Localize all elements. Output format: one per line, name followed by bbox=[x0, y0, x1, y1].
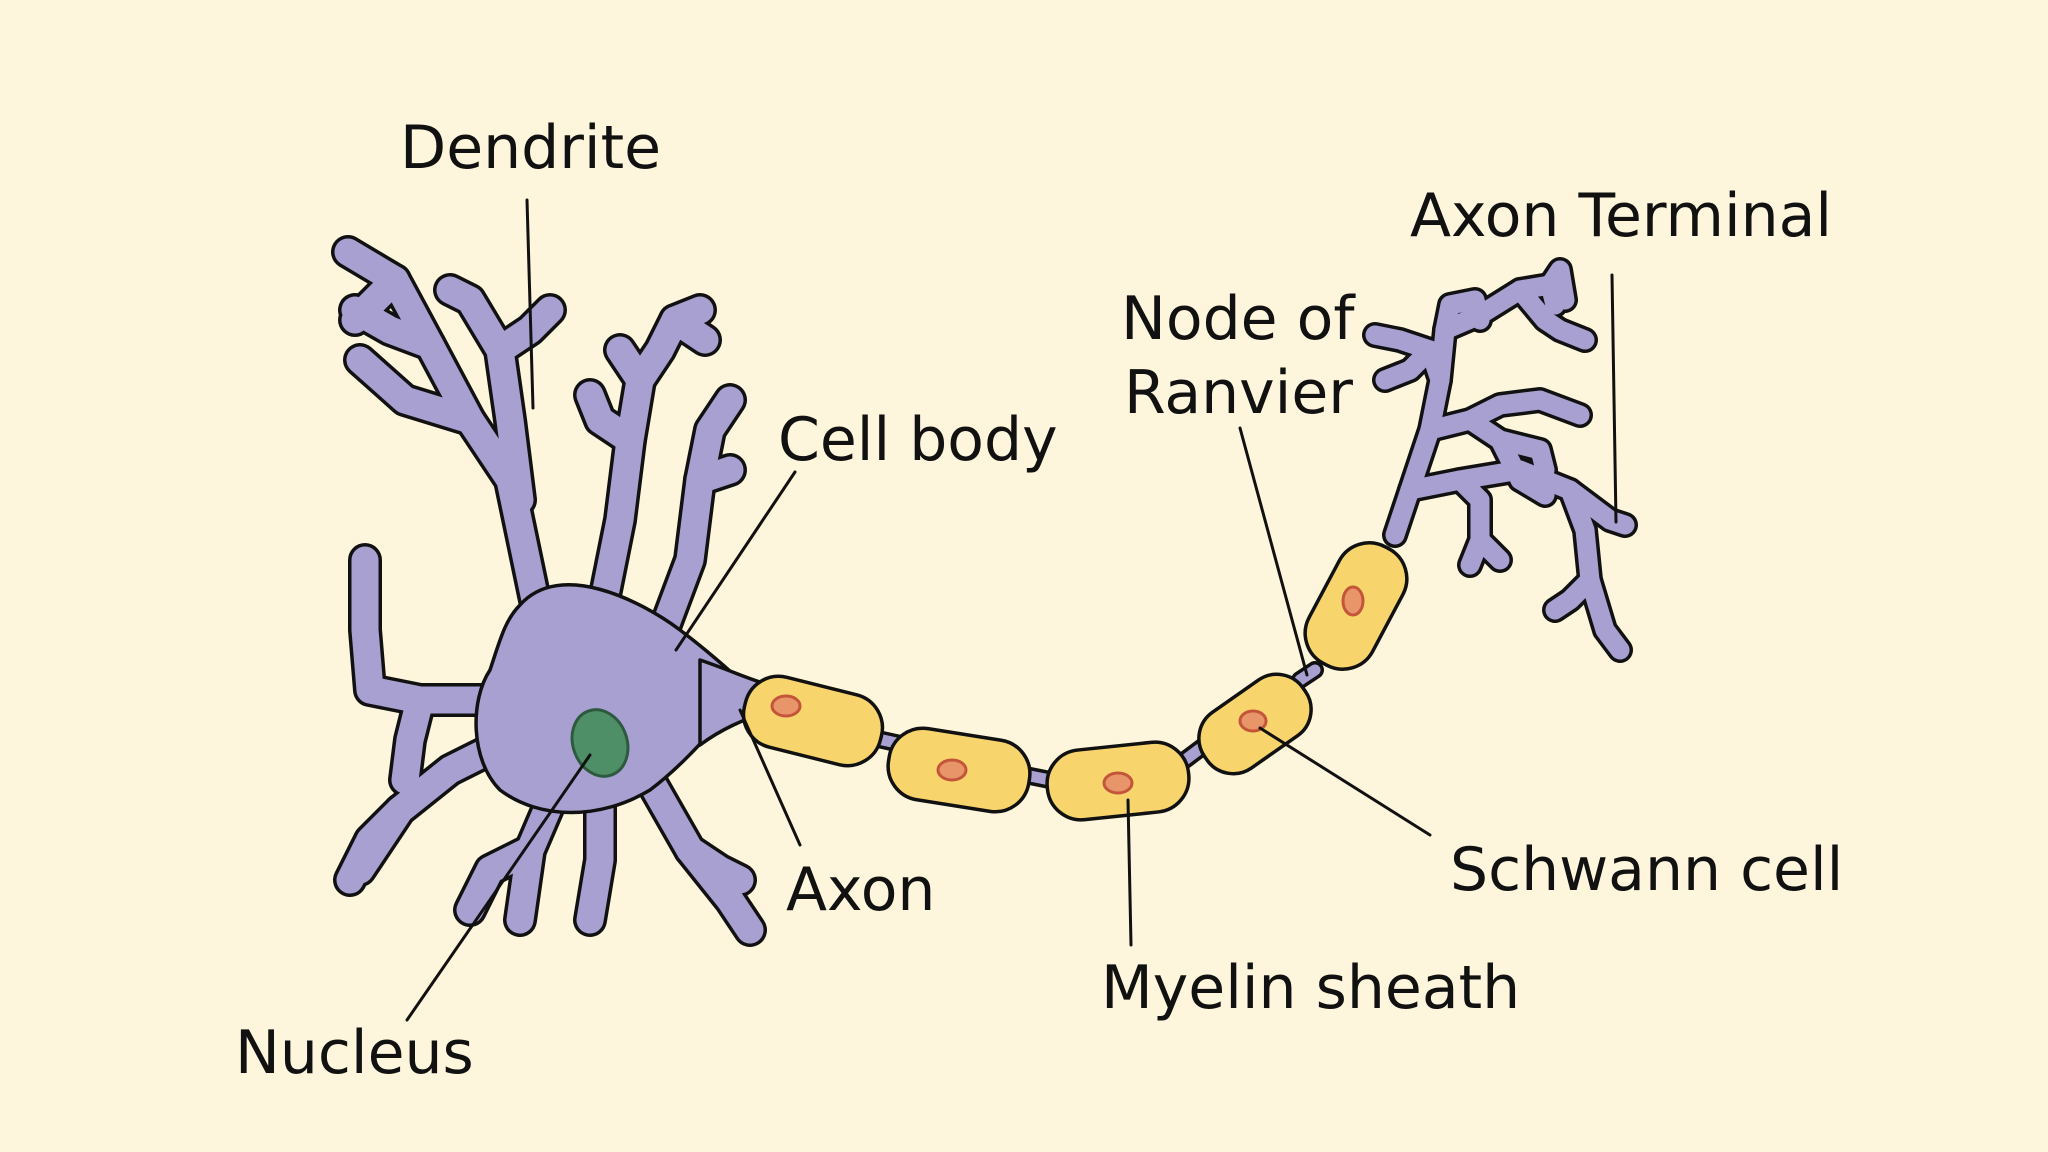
axon-core bbox=[851, 661, 1324, 789]
labels: Dendrite Cell body Nucleus Axon Myelin s… bbox=[235, 113, 1843, 1088]
myelin-segment bbox=[1045, 740, 1191, 822]
leader-node bbox=[1238, 426, 1309, 677]
label-node-line1: Node of bbox=[1121, 284, 1356, 354]
leader-lines bbox=[405, 198, 1618, 1022]
leader-nucleus bbox=[405, 753, 592, 1022]
leader-dendrite bbox=[525, 198, 535, 410]
label-axon: Axon bbox=[786, 855, 935, 925]
label-dendrite: Dendrite bbox=[400, 113, 661, 183]
label-nucleus: Nucleus bbox=[235, 1018, 474, 1088]
leader-myelin bbox=[1126, 798, 1133, 947]
myelin-segment bbox=[741, 674, 885, 768]
label-cell-body: Cell body bbox=[778, 405, 1058, 475]
label-axon-terminal: Axon Terminal bbox=[1410, 181, 1832, 251]
axon-terminal-branches bbox=[1362, 257, 1638, 663]
dendrites bbox=[331, 235, 767, 947]
label-myelin-sheath: Myelin sheath bbox=[1101, 953, 1520, 1023]
leader-cell-body bbox=[674, 470, 797, 652]
myelin-segment bbox=[886, 726, 1032, 814]
leader-terminal bbox=[1610, 273, 1618, 524]
label-node-line2: Ranvier bbox=[1124, 358, 1353, 428]
leader-axon bbox=[738, 708, 802, 847]
myelin-segment bbox=[1303, 541, 1409, 671]
leader-schwann bbox=[1258, 726, 1432, 837]
myelin-segment bbox=[1197, 672, 1313, 776]
label-schwann-cell: Schwann cell bbox=[1450, 835, 1843, 905]
myelin-segments bbox=[741, 541, 1409, 822]
